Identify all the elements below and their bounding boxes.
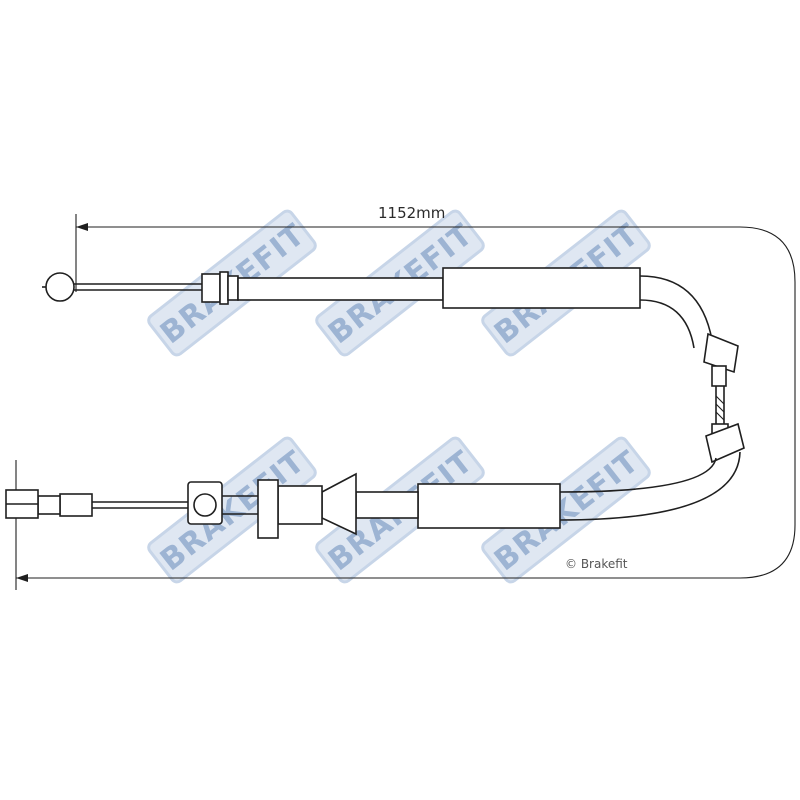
dimension-arrow-top [76, 223, 88, 231]
end-fitting-upper [201, 273, 221, 303]
sleeve-lower [417, 483, 561, 529]
watermark-layer: BRAKEFIT BRAKEFIT BRAKEFIT BRAKEFIT BRAK… [147, 209, 651, 584]
outer-cable-lower [355, 491, 419, 519]
dimension-label: 1152mm [378, 204, 445, 222]
adjuster-body [277, 485, 323, 525]
dimension-lines: 1152mm [15, 204, 796, 590]
grommet [321, 472, 357, 536]
bend-clip-upper [703, 332, 739, 374]
bend-upper [639, 275, 713, 341]
end-fitting-lower [59, 493, 93, 517]
dimension-outline [16, 226, 796, 579]
ball-end [45, 272, 75, 302]
bend-clip-lower [705, 422, 745, 464]
copyright-label: © Brakefit [565, 557, 628, 571]
outer-cable-upper [237, 277, 444, 301]
adjuster-collar [257, 479, 279, 539]
lower-cable [5, 422, 745, 539]
sleeve-upper [442, 267, 641, 309]
bend-lower [559, 457, 717, 493]
middle-connector [715, 386, 725, 424]
dimension-arrow-bottom [16, 574, 28, 582]
upper-cable [42, 267, 739, 387]
bracket-bolt [193, 493, 217, 517]
